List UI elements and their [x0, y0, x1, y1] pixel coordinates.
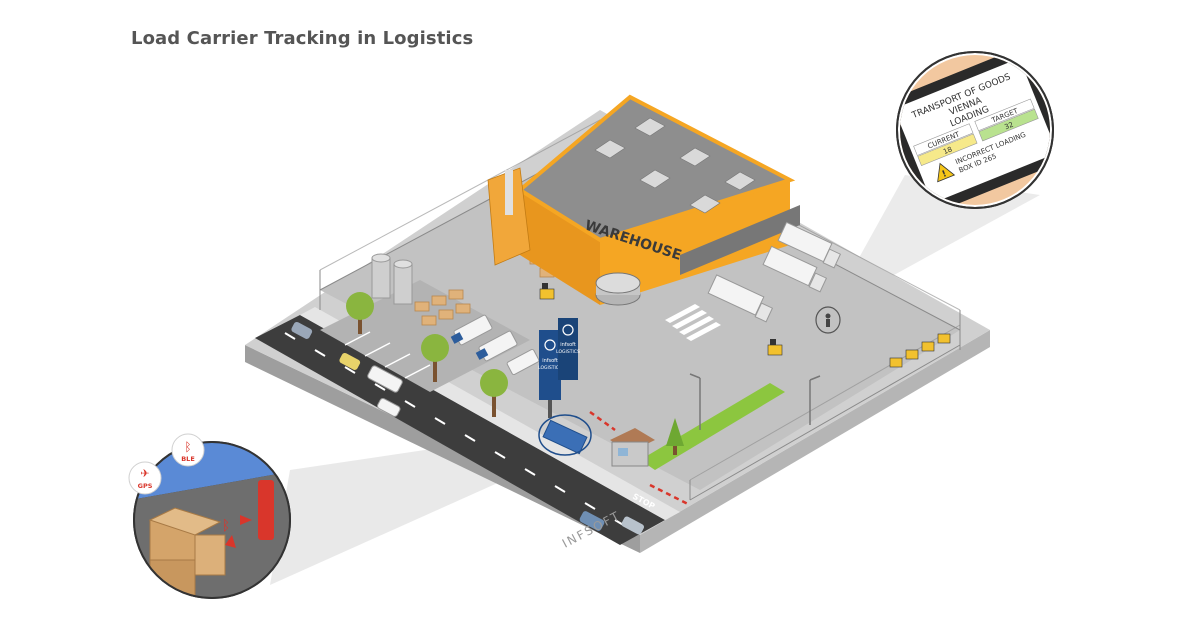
- truck: [777, 221, 842, 269]
- sensor-zoom-bubble: ᛒ: [133, 441, 291, 599]
- infsoft-sign-right: infsoft LOGISTICS: [556, 318, 580, 380]
- delivery-van: [475, 330, 518, 362]
- ble-badge: ᛒ BLE: [171, 433, 205, 467]
- car: [621, 516, 645, 535]
- delivery-van: [506, 348, 540, 376]
- infsoft-sign-left: infsoft LOGISTICS: [538, 330, 562, 418]
- car: [339, 352, 361, 370]
- ground-side-left: [245, 345, 640, 553]
- silo: [371, 253, 391, 299]
- gps-label: GPS: [138, 482, 153, 490]
- entrance-truck: [538, 414, 592, 456]
- parking-lines: [344, 331, 431, 379]
- svg-text:!: !: [941, 169, 949, 180]
- sign-right-brand: infsoft: [560, 342, 576, 348]
- sign-right-text: LOGISTICS: [556, 349, 580, 355]
- tablet-screen: [900, 58, 1050, 204]
- yard: [320, 140, 960, 490]
- tablet-current-value: 18: [942, 145, 953, 156]
- forklift: [539, 283, 555, 300]
- car: [377, 397, 401, 417]
- ble-label: BLE: [181, 455, 195, 463]
- truck: [707, 274, 774, 323]
- warning-icon: !: [937, 162, 956, 183]
- forklift: [767, 339, 783, 356]
- van: [367, 365, 403, 393]
- signal-arrows: [225, 515, 252, 548]
- tree: [421, 334, 449, 382]
- barrier: [589, 410, 691, 507]
- worker-locator: [815, 306, 841, 334]
- gps-badge: ✈ GPS: [128, 461, 162, 495]
- skylights: [594, 117, 756, 214]
- delivery-van: [450, 314, 493, 346]
- crosswalk: [665, 304, 721, 341]
- tree: [346, 292, 374, 334]
- tree: [480, 369, 508, 417]
- tablet-zoom-bubble: TRANSPORT OF GOODS VIENNA LOADING CURREN…: [896, 51, 1054, 209]
- road: [255, 315, 665, 545]
- bluetooth-icon: ᛒ: [222, 518, 230, 534]
- ground-side-right: [640, 330, 990, 553]
- car: [291, 321, 313, 339]
- street-lamp: [689, 373, 821, 430]
- road-markings: [284, 332, 626, 527]
- page-title: Load Carrier Tracking in Logistics: [131, 28, 474, 49]
- satellite-icon: ✈: [140, 467, 149, 480]
- car: [579, 511, 605, 531]
- gatehouse: [610, 428, 655, 467]
- conifer-tree: [666, 418, 684, 455]
- silo: [393, 259, 413, 305]
- sign-left-brand: infsoft: [542, 358, 558, 364]
- warehouse: WAREHOUSE: [487, 94, 800, 305]
- bluetooth-badge-icon: ᛒ: [184, 440, 191, 454]
- loading-tank: [595, 272, 641, 306]
- truck: [762, 245, 828, 293]
- forklift-row: [889, 333, 951, 368]
- ble-beacon-reader: [258, 480, 274, 540]
- tablet-target-value: 32: [1003, 121, 1014, 132]
- sign-left-text: LOGISTICS: [538, 365, 562, 371]
